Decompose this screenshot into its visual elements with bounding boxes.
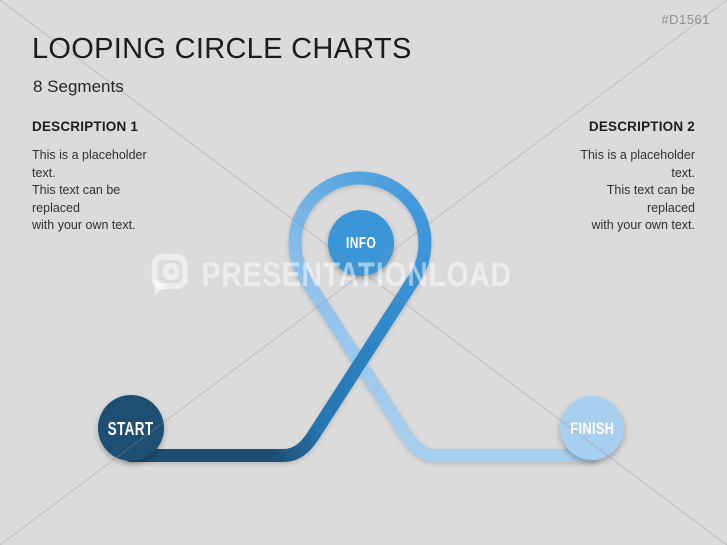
description-2-line: This is a placeholder (580, 148, 695, 162)
description-2-heading: DESCRIPTION 2 (588, 119, 695, 134)
finish-node-label: FINISH (569, 419, 615, 438)
start-node (98, 395, 164, 461)
description-1-heading: DESCRIPTION 1 (32, 119, 139, 134)
start-node-label: START (108, 419, 154, 439)
description-2-block: DESCRIPTION 2 This is a placeholder text… (485, 119, 695, 235)
slide-title: LOOPING CIRCLE CHARTS (32, 33, 412, 65)
finish-node (560, 396, 624, 460)
description-2-line: text. (671, 165, 695, 180)
loop-ring-right (353, 171, 432, 285)
description-1-block: DESCRIPTION 1 This is a placeholder text… (32, 119, 242, 235)
description-2-line: replaced (647, 200, 695, 215)
loop-ring-left (288, 171, 367, 285)
loop-path-dark-segment (124, 271, 422, 462)
description-1-line: This text can be (32, 183, 121, 197)
info-node (328, 210, 394, 276)
description-1-line: text. (32, 165, 56, 180)
description-2-line: with your own text. (591, 218, 695, 232)
description-1-line: with your own text. (32, 218, 136, 232)
description-2-line: This text can be (606, 183, 695, 197)
description-1-line: This is a placeholder (32, 148, 147, 162)
loop-path-light-segment (298, 271, 599, 462)
slide-subtitle: 8 Segments (33, 77, 124, 96)
description-1-line: replaced (32, 200, 80, 215)
info-node-label: INFO (345, 235, 377, 252)
product-code: #D1561 (661, 12, 710, 27)
